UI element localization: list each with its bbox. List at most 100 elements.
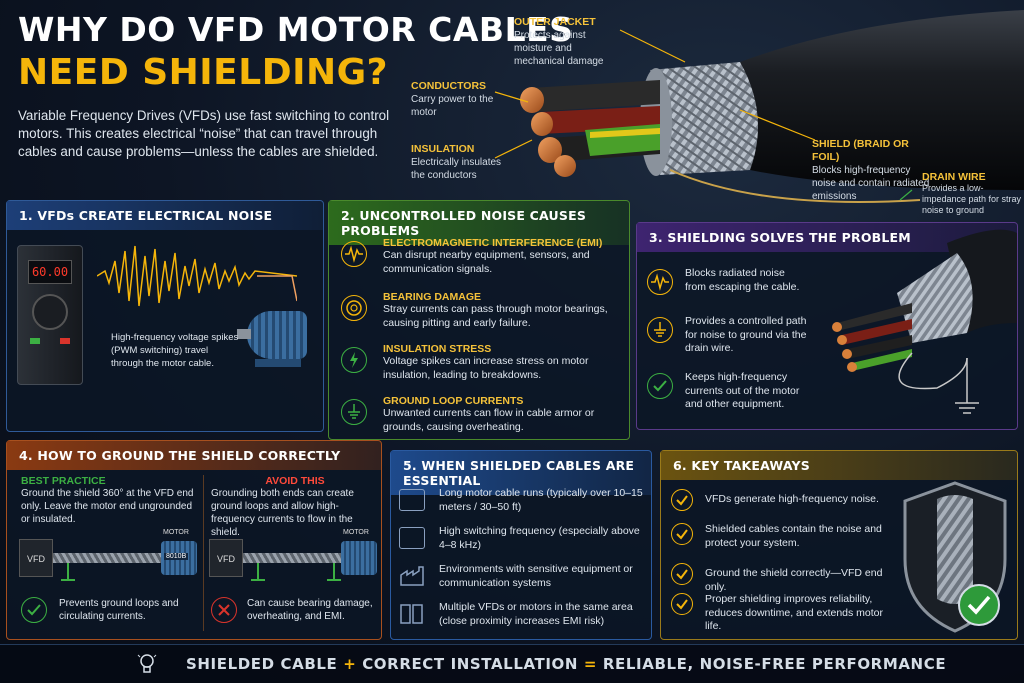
essential-item-switching: High switching frequency (especially abo… — [399, 525, 647, 552]
essential-environments-text: Environments with sensitive equipment or… — [439, 563, 633, 589]
problem-ground-loop-title: GROUND LOOP CURRENTS — [383, 395, 524, 407]
footer-part2: CORRECT INSTALLATION — [362, 655, 579, 673]
motor-label-avoid: MOTOR — [343, 529, 369, 536]
panel-when-essential: 5. WHEN SHIELDED CABLES ARE ESSENTIAL Lo… — [390, 450, 652, 640]
check-icon — [671, 593, 693, 615]
shield-check-icon — [903, 481, 1007, 633]
lightning-shield-icon — [341, 347, 367, 373]
avoid-result-text: Can cause bearing damage, overheating, a… — [247, 598, 373, 622]
footer-part1: SHIELDED CABLE — [186, 655, 338, 673]
takeaway-4-text: Proper shielding improves reliability, r… — [705, 593, 884, 632]
cable-run-icon — [399, 489, 425, 511]
callout-drain-wire-title: DRAIN WIRE — [922, 171, 986, 183]
solution-item-keeps-out: Keeps high-frequency currents out of the… — [647, 371, 817, 412]
panel-grounding: 4. HOW TO GROUND THE SHIELD CORRECTLY BE… — [6, 440, 382, 640]
panel-shielding-solves: 3. SHIELDING SOLVES THE PROBLEM Blocks r… — [636, 222, 1018, 430]
takeaway-1-text: VFDs generate high-frequency noise. — [705, 493, 879, 505]
panel-when-essential-title: 5. WHEN SHIELDED CABLES ARE ESSENTIAL — [391, 451, 651, 495]
takeaway-item-3: Ground the shield correctly—VFD end only… — [671, 563, 891, 594]
callout-shield-text: Blocks high-frequency noise and contain … — [812, 165, 930, 202]
essential-item-environments: Environments with sensitive equipment or… — [399, 563, 647, 590]
panel-noise-problems-title: 2. UNCONTROLLED NOISE CAUSES PROBLEMS — [329, 201, 629, 245]
vfd-drive-image: 60.00 — [17, 245, 83, 385]
motor-image — [237, 301, 317, 371]
solution-blocks-text: Blocks radiated noise from escaping the … — [685, 267, 800, 293]
best-practice-diagram: VFD MOTOR 8010B — [19, 529, 199, 585]
problem-bearing-text: Stray currents can pass through motor be… — [383, 303, 608, 329]
avoid-title: AVOID THIS — [265, 475, 325, 487]
check-icon — [671, 563, 693, 585]
problem-item-emi: ELECTROMAGNETIC INTERFERENCE (EMI) Can d… — [337, 237, 627, 276]
cable-illustration — [420, 0, 1024, 220]
avoid-block: AVOID THIS Grounding both ends can creat… — [211, 475, 379, 539]
callout-shield-title: SHIELD (BRAID OR FOIL) — [812, 138, 909, 163]
problem-insulation-text: Voltage spikes can increase stress on mo… — [383, 355, 589, 381]
panel-key-takeaways-title: 6. KEY TAKEAWAYS — [661, 451, 1017, 480]
callout-conductors-title: CONDUCTORS — [411, 80, 487, 92]
waveform-icon — [341, 241, 367, 267]
problem-ground-loop-text: Unwanted currents can flow in cable armo… — [383, 407, 595, 433]
takeaway-item-2: Shielded cables contain the noise and pr… — [671, 523, 891, 550]
problem-bearing-title: BEARING DAMAGE — [383, 291, 482, 303]
vfd-box-best: VFD — [19, 539, 53, 577]
panel-vfd-noise-text: High-frequency voltage spikes (PWM switc… — [111, 332, 239, 369]
takeaway-item-1: VFDs generate high-frequency noise. — [671, 489, 891, 511]
problem-emi-text: Can disrupt nearby equipment, sensors, a… — [383, 249, 590, 275]
best-practice-block: BEST PRACTICE Ground the shield 360° at … — [21, 475, 201, 526]
best-practice-title: BEST PRACTICE — [21, 475, 106, 487]
waveform-icon — [647, 269, 673, 295]
problem-item-insulation: INSULATION STRESS Voltage spikes can inc… — [337, 343, 627, 382]
motor-label-best: MOTOR — [163, 529, 189, 536]
check-icon — [671, 489, 693, 511]
takeaway-item-4: Proper shielding improves reliability, r… — [671, 593, 891, 634]
callout-conductors-text: Carry power to the motor — [411, 94, 494, 118]
problem-item-ground-loop: GROUND LOOP CURRENTS Unwanted currents c… — [337, 395, 627, 434]
check-icon — [671, 523, 693, 545]
footer-banner: SHIELDED CABLE + CORRECT INSTALLATION = … — [0, 644, 1024, 683]
callout-outer-jacket: OUTER JACKET Protects against moisture a… — [514, 16, 624, 68]
ground-icon — [341, 399, 367, 425]
problem-insulation-title: INSULATION STRESS — [383, 343, 492, 355]
callout-drain-wire-text: Provides a low-impedance path for stray … — [922, 183, 1022, 215]
callout-insulation-title: INSULATION — [411, 143, 475, 155]
callout-outer-jacket-text: Protects against moisture and mechanical… — [514, 30, 604, 67]
panel-vfd-noise: 1. VFDs CREATE ELECTRICAL NOISE 60.00 Hi… — [6, 200, 324, 432]
noise-waveform-graphic — [97, 245, 297, 307]
intro-text: Variable Frequency Drives (VFDs) use fas… — [18, 108, 390, 159]
ground-icon — [647, 317, 673, 343]
essential-multiple-text: Multiple VFDs or motors in the same area… — [439, 601, 633, 627]
avoid-text: Grounding both ends can create ground lo… — [211, 488, 354, 538]
essential-long-runs-text: Long motor cable runs (typically over 10… — [439, 487, 643, 513]
callout-outer-jacket-title: OUTER JACKET — [514, 16, 596, 28]
best-result-text: Prevents ground loops and circulating cu… — [59, 598, 179, 622]
footer-text: SHIELDED CABLE + CORRECT INSTALLATION = … — [186, 655, 946, 673]
best-result: Prevents ground loops and circulating cu… — [21, 597, 201, 623]
avoid-result: Can cause bearing damage, overheating, a… — [211, 597, 379, 623]
callout-shield: SHIELD (BRAID OR FOIL) Blocks high-frequ… — [812, 138, 932, 203]
panel-grounding-title: 4. HOW TO GROUND THE SHIELD CORRECTLY — [7, 441, 381, 470]
solution-item-ground-path: Provides a controlled path for noise to … — [647, 315, 817, 356]
callout-insulation: INSULATION Electrically insulates the co… — [411, 143, 506, 182]
callout-insulation-text: Electrically insulates the conductors — [411, 157, 502, 181]
chip-icon — [399, 527, 425, 549]
motor-badge-best: 8010B — [164, 553, 189, 560]
close-icon — [211, 597, 237, 623]
factory-icon — [399, 565, 425, 587]
problem-emi-title: ELECTROMAGNETIC INTERFERENCE (EMI) — [383, 237, 603, 249]
avoid-diagram: VFD MOTOR — [209, 529, 379, 585]
check-icon — [647, 373, 673, 399]
page-title-line2: NEED SHIELDING? — [18, 52, 389, 93]
footer-part3: RELIABLE, NOISE-FREE PERFORMANCE — [602, 655, 947, 673]
page-title-line1: WHY DO VFD MOTOR CABLES — [18, 10, 574, 49]
shielded-cable-illustration — [832, 229, 1017, 414]
panel-vfd-noise-title: 1. VFDs CREATE ELECTRICAL NOISE — [7, 201, 323, 230]
vfd-display: 60.00 — [28, 260, 72, 284]
solution-keeps-out-text: Keeps high-frequency currents out of the… — [685, 371, 800, 410]
takeaway-2-text: Shielded cables contain the noise and pr… — [705, 523, 882, 549]
panel-key-takeaways: 6. KEY TAKEAWAYS VFDs generate high-freq… — [660, 450, 1018, 640]
solution-item-blocks: Blocks radiated noise from escaping the … — [647, 267, 807, 295]
callout-drain-wire: DRAIN WIRE Provides a low-impedance path… — [922, 172, 1022, 216]
best-practice-text: Ground the shield 360° at the VFD end on… — [21, 488, 194, 525]
lightbulb-icon — [136, 652, 158, 676]
footer-plus: + — [343, 655, 357, 673]
